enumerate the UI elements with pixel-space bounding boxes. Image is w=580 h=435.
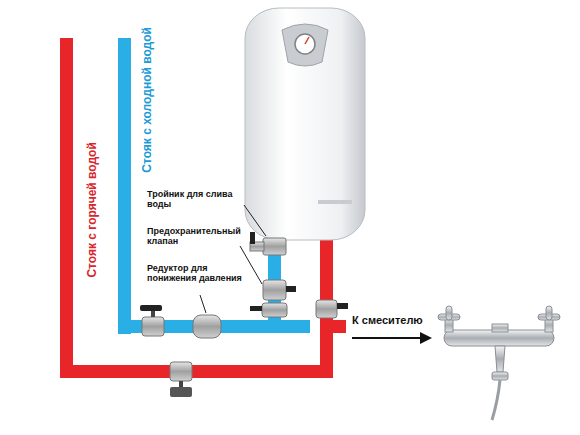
hot-to-mixer-pipe <box>320 320 346 333</box>
valve-handle <box>170 387 192 397</box>
part-label: Тройник для слива воды <box>147 189 243 210</box>
mixer <box>438 306 560 420</box>
water-heater <box>245 8 365 240</box>
part-label: Редуктор для понижения давления <box>147 263 257 284</box>
valve-stem <box>151 310 155 317</box>
valve-handle <box>250 306 262 311</box>
valve-stem <box>179 381 183 387</box>
arrow-head <box>420 332 432 344</box>
drain-handle <box>250 232 255 244</box>
heater-panel <box>282 24 328 66</box>
safety-lever <box>286 286 296 292</box>
safety-valve <box>263 280 286 300</box>
leader-line <box>244 205 266 236</box>
hot-pipe <box>60 365 333 378</box>
cold-riser <box>118 38 131 334</box>
ball-valve <box>142 317 164 336</box>
part-label: Предохранительный клапан <box>147 226 243 247</box>
pressure-reducer <box>193 315 221 338</box>
flow-arrow <box>352 337 422 339</box>
riser-label: Стояк с горячей водой <box>85 142 99 277</box>
thermostat-dial <box>295 34 315 54</box>
valve-handle <box>140 305 162 311</box>
ball-valve <box>262 303 287 317</box>
leader-line <box>240 246 262 284</box>
drain-tee <box>263 238 286 255</box>
valve-handle <box>337 303 348 309</box>
ball-valve <box>316 300 337 318</box>
brand-plate <box>318 200 352 204</box>
hot-riser <box>60 38 73 378</box>
ball-valve <box>170 362 192 381</box>
leader-line <box>200 295 206 313</box>
dial-needle <box>305 37 309 44</box>
direction-label: К смесителю <box>352 314 423 327</box>
riser-label: Стояк с холодной водой <box>141 27 155 173</box>
